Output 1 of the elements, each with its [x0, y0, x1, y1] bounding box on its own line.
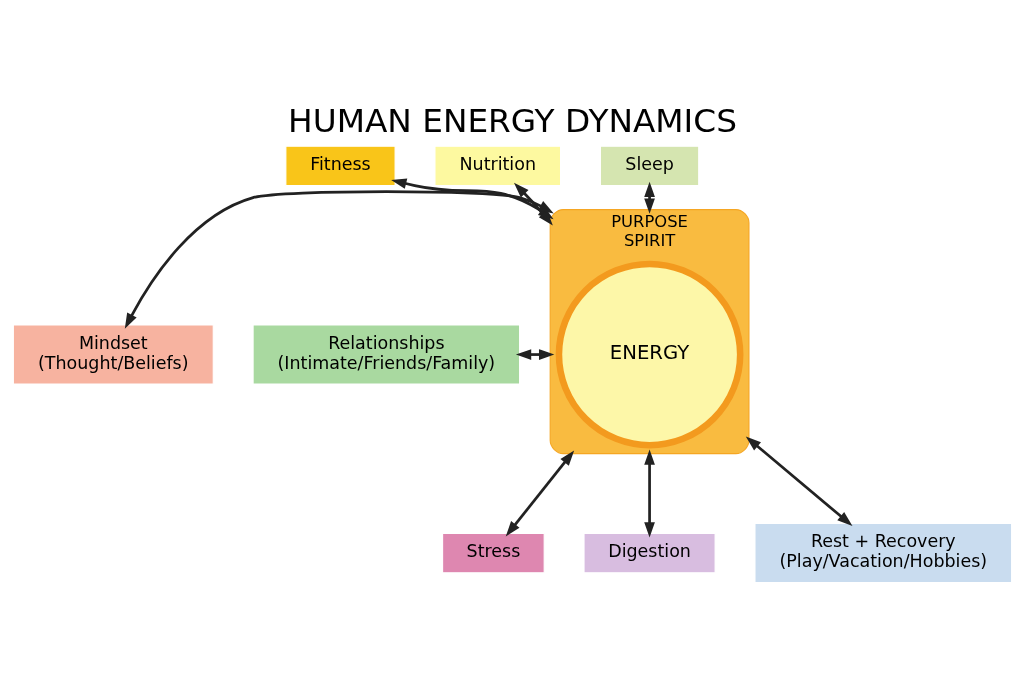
diagram-title: HUMAN ENERGY DYNAMICS: [287, 101, 737, 140]
